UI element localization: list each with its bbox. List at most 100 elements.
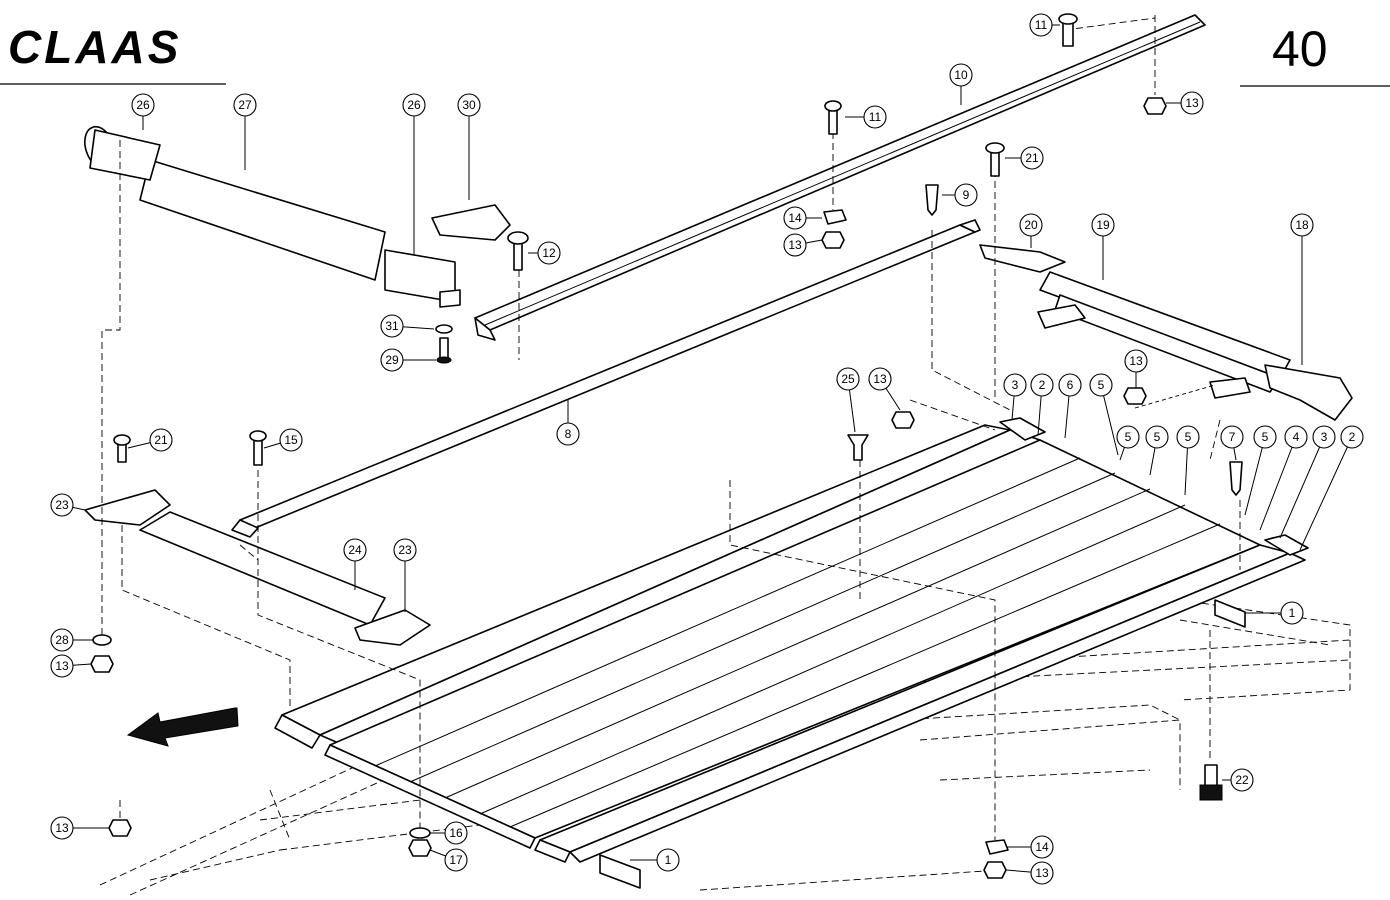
- callout-number: 13: [873, 372, 887, 386]
- callout-number: 21: [154, 433, 168, 447]
- callout-5-e: 5: [1244, 425, 1277, 516]
- callout-bubble: [279, 428, 303, 452]
- callout-29: 29: [380, 348, 436, 372]
- callout-26-left: 26: [131, 93, 155, 130]
- washer-16: [409, 827, 431, 839]
- callout-8: 8: [556, 400, 580, 446]
- callout-bubble: [393, 538, 417, 562]
- callout-bubble: [1030, 835, 1054, 859]
- callout-number: 13: [1129, 354, 1143, 368]
- callout-bubble: [1089, 373, 1113, 397]
- callout-number: 15: [284, 433, 298, 447]
- callout-bubble: [537, 241, 561, 265]
- nut-13-bottom-left: [108, 819, 132, 837]
- callout-13-center: 13: [868, 367, 901, 411]
- callout-13-mid: 13: [783, 233, 823, 257]
- header: CLAAS 40: [0, 21, 1390, 87]
- callout-number: 11: [869, 110, 882, 124]
- callout-24: 24: [343, 538, 367, 590]
- bolt-29: [439, 337, 449, 359]
- callout-number: 7: [1229, 430, 1236, 444]
- callout-17: 17: [429, 848, 468, 872]
- callout-number: 30: [462, 98, 476, 112]
- callout-bubble: [783, 206, 807, 230]
- callout-bubble: [1116, 425, 1140, 449]
- callout-number: 1: [665, 853, 672, 867]
- washer-28: [92, 634, 112, 646]
- rail-strip-10: [474, 14, 1206, 341]
- callout-15: 15: [263, 428, 303, 452]
- callout-number: 14: [1035, 840, 1049, 854]
- callout-bubble: [863, 105, 887, 129]
- hinge-plate-23-left: [84, 489, 171, 526]
- screw-9: [925, 184, 939, 216]
- callout-bubble: [1145, 425, 1169, 449]
- callout-22: 22: [1222, 768, 1254, 792]
- callout-bubble: [1312, 425, 1336, 449]
- callout-number: 16: [449, 826, 463, 840]
- callout-13-right: 13: [1124, 349, 1148, 388]
- callout-bubble: [1176, 425, 1200, 449]
- callout-bubble: [1058, 373, 1082, 397]
- callout-3-b: 3: [1279, 425, 1336, 539]
- callout-number: 13: [1035, 866, 1049, 880]
- callout-14-bottom: 14: [1006, 835, 1054, 859]
- nut-13-center: [891, 411, 915, 429]
- callout-27: 27: [233, 93, 257, 170]
- floor-board-assembly: [274, 417, 1309, 889]
- callout-30: 30: [457, 93, 481, 200]
- callout-number: 12: [542, 246, 556, 260]
- washer-31: [435, 324, 453, 334]
- callout-bubble: [1029, 13, 1053, 37]
- support-block-front: [599, 854, 641, 889]
- callout-number: 23: [398, 543, 412, 557]
- callout-number: 25: [841, 372, 855, 386]
- callout-bubble: [343, 538, 367, 562]
- callout-bubble: [1253, 425, 1277, 449]
- claas-logo: CLAAS: [8, 21, 181, 73]
- callout-bubble: [868, 367, 892, 391]
- bracket-19-lower: [1054, 294, 1281, 393]
- callout-number: 13: [1185, 96, 1199, 110]
- callout-12: 12: [528, 241, 561, 265]
- callout-leader-line: [1100, 384, 1119, 456]
- callout-bubble: [402, 93, 426, 117]
- nut-13-mid: [821, 231, 845, 249]
- callout-bubble: [1284, 425, 1308, 449]
- callout-number: 2: [1349, 430, 1356, 444]
- board-main-front-edge: [324, 744, 536, 849]
- callout-bubble: [50, 493, 74, 517]
- callout-2-a: 2: [1030, 373, 1054, 436]
- bracket-19: [1039, 271, 1291, 379]
- callout-bubble: [149, 428, 173, 452]
- callout-number: 2: [1039, 378, 1046, 392]
- callout-19: 19: [1091, 213, 1115, 280]
- callout-number: 8: [565, 427, 572, 441]
- callout-number: 20: [1024, 218, 1038, 232]
- callout-number: 29: [385, 353, 399, 367]
- callout-number: 10: [954, 68, 968, 82]
- callout-number: 13: [55, 821, 69, 835]
- callout-bubble: [131, 93, 155, 117]
- callout-number: 24: [348, 543, 362, 557]
- callout-5-a: 5: [1089, 373, 1119, 456]
- support-block-rear: [1214, 599, 1246, 628]
- arrow-left-down-icon: [126, 707, 239, 747]
- callout-leader-line: [1244, 436, 1266, 516]
- hinge-plate-23-right: [354, 609, 431, 646]
- callout-leader-line: [1299, 436, 1353, 551]
- callout-bubble: [783, 233, 807, 257]
- page-number: 40: [1272, 21, 1328, 77]
- callout-number: 6: [1067, 378, 1074, 392]
- callout-11-top: 11: [1029, 13, 1060, 37]
- nut-13-right: [1123, 387, 1147, 405]
- callout-number: 21: [1025, 151, 1039, 165]
- callout-bubble: [1220, 425, 1244, 449]
- callout-number: 14: [788, 211, 802, 225]
- callout-11-mid: 11: [845, 105, 887, 129]
- board-corner-right: [1264, 534, 1309, 556]
- callout-bubble: [1340, 425, 1364, 449]
- callout-bubble: [1124, 349, 1148, 373]
- callout-28: 28: [50, 628, 93, 652]
